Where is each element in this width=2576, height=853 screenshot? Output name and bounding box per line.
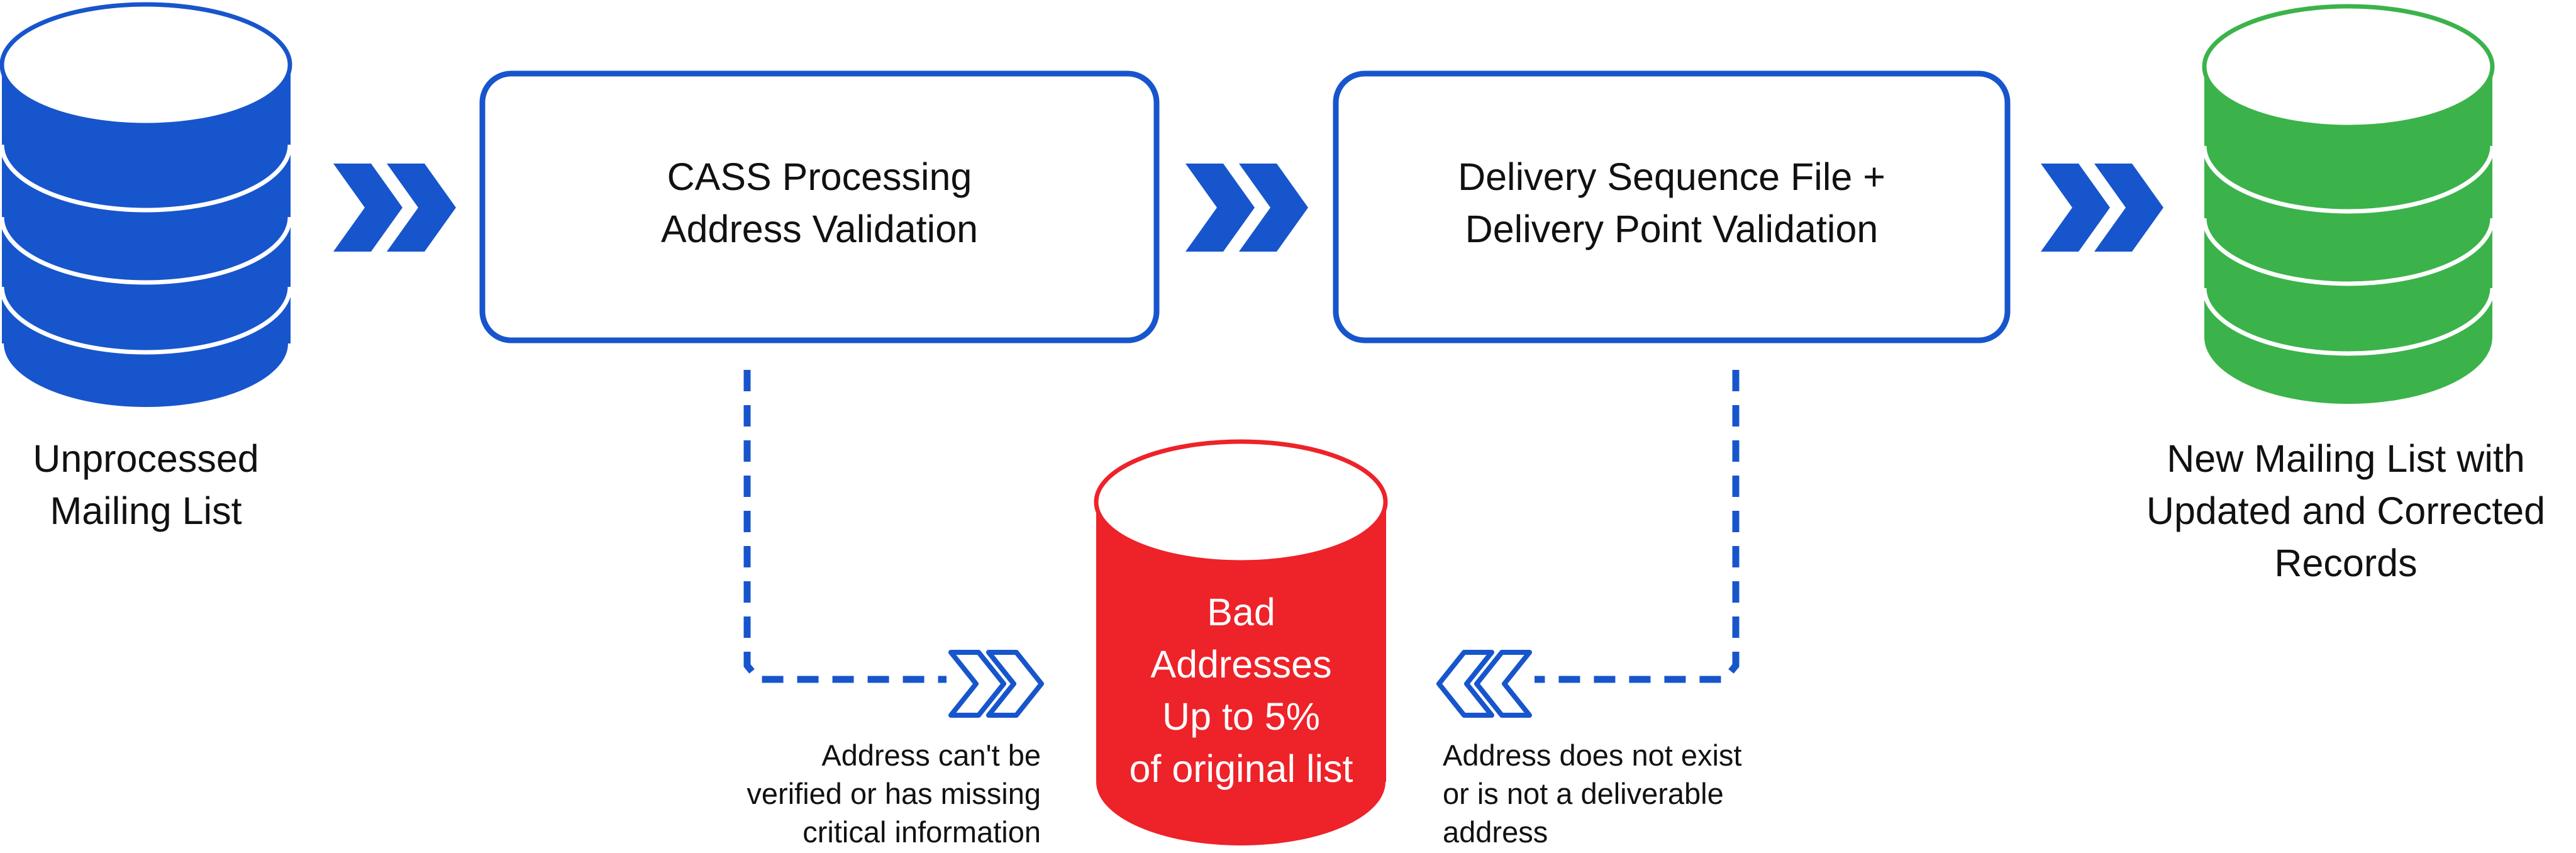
reject-path-left <box>743 370 947 683</box>
cass-processing-text: CASS Processing Address Validation <box>486 120 1153 287</box>
label-line: Unprocessed <box>33 437 259 480</box>
note-line: address <box>1443 815 1548 849</box>
note-line: or is not a deliverable <box>1443 777 1724 810</box>
box-line: CASS Processing <box>667 155 972 198</box>
label-line: Updated and Corrected <box>2146 489 2546 532</box>
bad-line: of original list <box>1129 747 1353 790</box>
flow-arrow-icon <box>2041 164 2163 252</box>
bad-addresses-text: Bad Addresses Up to 5% of original list <box>1096 586 1386 795</box>
label-line: New Mailing List with <box>2167 437 2525 480</box>
note-line: Address can't be <box>821 739 1041 772</box>
bad-line: Bad <box>1207 591 1275 633</box>
note-line: Address does not exist <box>1443 739 1742 772</box>
left-rejection-note: Address can't be verified or has missing… <box>654 736 1041 851</box>
label-line: Mailing List <box>50 489 242 532</box>
box-line: Delivery Point Validation <box>1465 208 1879 250</box>
flow-arrow-icon <box>333 164 456 252</box>
note-line: critical information <box>802 815 1041 849</box>
bad-addresses-database-icon <box>1094 439 1388 845</box>
cass-processing-box <box>479 70 1160 343</box>
updated-list-label: New Mailing List with Updated and Correc… <box>2119 433 2572 589</box>
reject-path-right <box>1535 370 1740 683</box>
box-line: Address Validation <box>660 208 979 250</box>
label-line: Records <box>2274 542 2418 584</box>
right-rejection-note: Address does not exist or is not a deliv… <box>1443 736 1833 851</box>
updated-database-icon <box>2202 4 2495 404</box>
unprocessed-database-icon <box>0 2 292 411</box>
bad-line: Up to 5% <box>1162 695 1320 738</box>
delivery-sequence-box <box>1333 70 2011 343</box>
reject-arrow-left-icon <box>1436 650 1532 718</box>
bad-line: Addresses <box>1150 643 1332 686</box>
unprocessed-list-label: Unprocessed Mailing List <box>1 433 291 537</box>
note-line: verified or has missing <box>747 777 1041 810</box>
reject-arrow-right-icon <box>948 650 1044 718</box>
box-line: Delivery Sequence File + <box>1458 155 1885 198</box>
flow-arrow-icon <box>1185 164 1308 252</box>
delivery-sequence-text: Delivery Sequence File + Delivery Point … <box>1339 120 2004 287</box>
